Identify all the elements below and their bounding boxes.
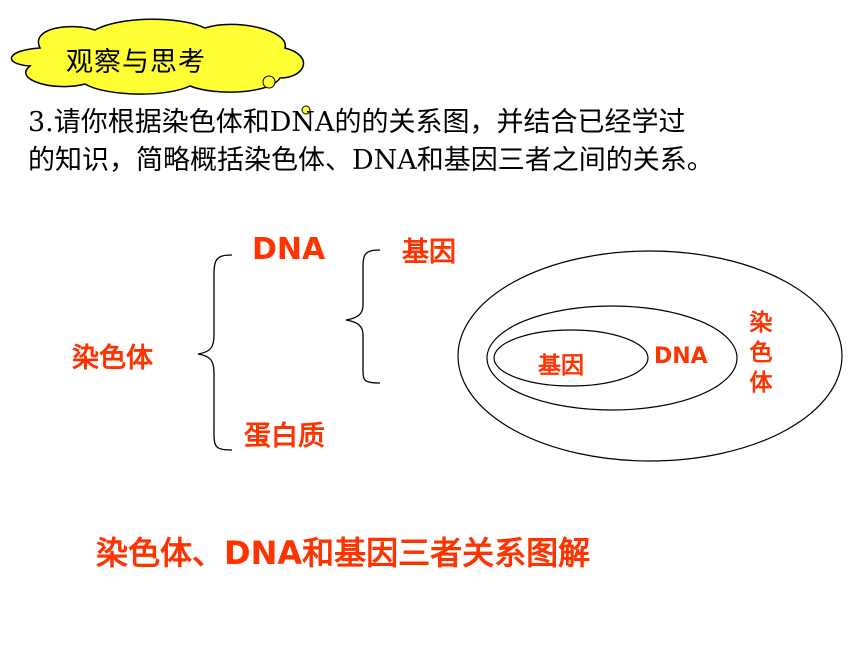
tree-protein-label: 蛋白质: [244, 421, 325, 452]
tag-cloud-shape: [10, 18, 305, 95]
tag-dot-1: [262, 75, 276, 89]
inner-ellipse: [493, 329, 649, 387]
tree-dna-label: DNA: [252, 232, 326, 267]
left-brace: [197, 254, 233, 451]
question-line-2: 的知识，简略概括染色体、DNA和基因三者之间的关系。: [28, 145, 714, 176]
question-line-1: 3.请你根据染色体和DNA的的关系图，并结合已经学过: [28, 107, 686, 138]
tree-chromosome-label: 染色体: [72, 343, 153, 374]
tree-gene-label: 基因: [402, 237, 456, 268]
right-brace: [345, 249, 381, 384]
diagram-caption: 染色体、DNA和基因三者关系图解: [96, 534, 591, 572]
tag-dot-2: [301, 105, 311, 115]
nested-dna-label: DNA: [654, 344, 708, 369]
middle-ellipse: [486, 305, 738, 411]
nested-gene-label: 基因: [538, 353, 584, 379]
nested-chromosome-label: 染色体: [749, 310, 773, 396]
tag-label: 观察与思考: [66, 47, 206, 78]
question-text: 3.请你根据染色体和DNA的的关系图，并结合已经学过 的知识，简略概括染色体、D…: [28, 104, 848, 180]
outer-ellipse: [457, 250, 843, 462]
